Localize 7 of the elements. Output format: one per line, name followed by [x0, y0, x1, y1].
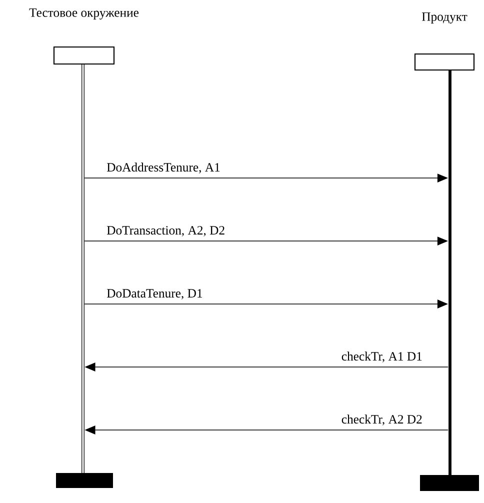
message-label: DoDataTenure, D1	[106, 289, 202, 300]
message-label: checkTr, A2 D2	[342, 414, 422, 426]
message-label: DoAddressTenure, A1	[106, 162, 220, 174]
lifeline-title: Тестовое окружение	[29, 8, 139, 20]
lifeline-title: Продукт	[422, 12, 468, 24]
message-label: DoTransaction, A2, D2	[106, 226, 224, 236]
message-label: checkTr, A1 D1	[342, 352, 422, 362]
